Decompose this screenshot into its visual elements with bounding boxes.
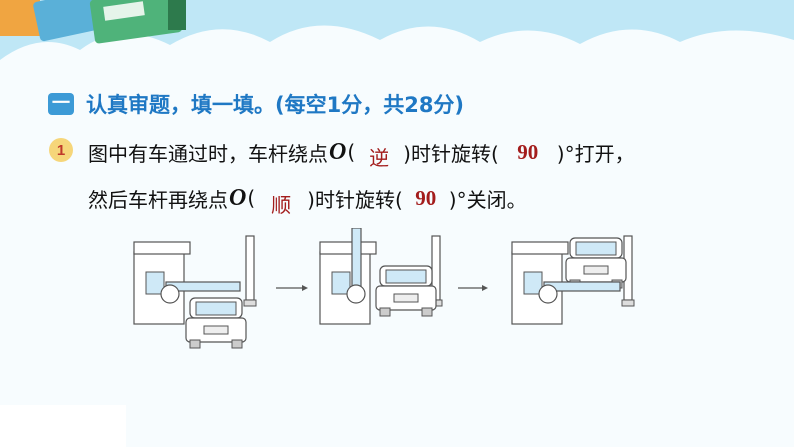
panel-3 [511, 235, 635, 325]
line1-text-before: 图中有车通过时，车杆绕点 [88, 141, 328, 166]
answer-direction-1: 逆 [369, 145, 390, 170]
line1-text-after: )°打开， [556, 141, 635, 166]
arrow-right-icon [276, 285, 308, 291]
point-o-label: O [329, 138, 347, 165]
line1-open-paren: ( [347, 140, 356, 164]
line2-open-paren: ( [247, 186, 256, 210]
section-heading: 一 认真审题，填一填。(每空1分，共28分) [48, 88, 464, 120]
line2-text-before: 然后车杆再绕点 [88, 187, 228, 212]
answer-angle-1: 90 [517, 139, 539, 164]
panel-1 [133, 235, 257, 349]
question-number-badge: 1 [49, 138, 73, 162]
corner-panel [0, 405, 126, 447]
question-line-2: 然后车杆再绕点 O ( 顺 )时针旋转( 90 )°关闭。 [88, 182, 527, 217]
books-icon [0, 0, 186, 44]
panel-2 [319, 228, 443, 325]
line2-text-middle: )时针旋转( [307, 187, 403, 212]
barrier-diagram [133, 228, 635, 349]
answer-angle-2: 90 [415, 185, 437, 210]
section-badge: 一 [48, 93, 74, 115]
answer-direction-2: 顺 [271, 192, 292, 217]
header-decoration [0, 0, 794, 80]
arrow-right-icon [458, 285, 488, 291]
line1-text-middle: )时针旋转( [403, 141, 499, 166]
section-title-text: 认真审题，填一填。(每空1分，共28分) [86, 93, 465, 117]
point-o-label-2: O [229, 184, 247, 211]
question-line-1: 图中有车通过时，车杆绕点 O ( 逆 )时针旋转( 90 )°打开， [88, 136, 635, 170]
line2-text-after: )°关闭。 [448, 187, 527, 212]
